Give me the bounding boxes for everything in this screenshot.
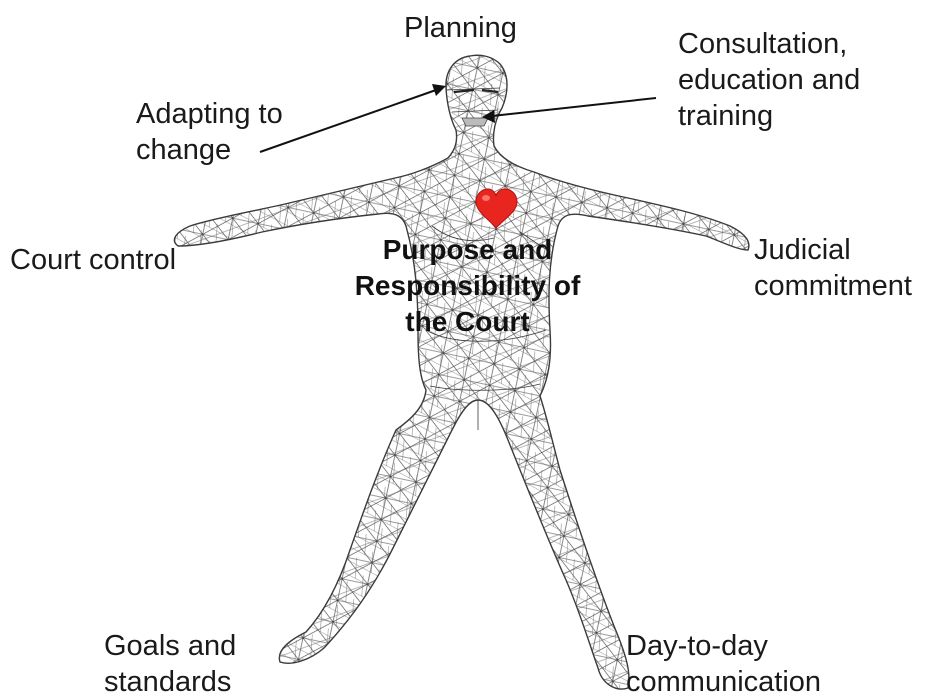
label-day-to-day-line-2: communication: [626, 664, 821, 700]
label-goals-line-1: Goals and: [104, 628, 236, 664]
center-title: Purpose and Responsibility of the Court: [290, 232, 645, 340]
label-planning: Planning: [404, 10, 517, 46]
label-goals-line-2: standards: [104, 664, 236, 700]
label-adapting-line-2: change: [136, 132, 283, 168]
label-day-to-day-line-1: Day-to-day: [626, 628, 821, 664]
center-title-line-2: Responsibility of: [290, 268, 645, 304]
label-judicial: Judicial commitment: [754, 232, 912, 304]
label-day-to-day: Day-to-day communication: [626, 628, 821, 700]
label-judicial-line-1: Judicial: [754, 232, 912, 268]
label-consultation: Consultation, education and training: [678, 26, 860, 134]
center-title-line-3: the Court: [290, 304, 645, 340]
label-judicial-line-2: commitment: [754, 268, 912, 304]
label-adapting-line-1: Adapting to: [136, 96, 283, 132]
label-consultation-line-1: Consultation,: [678, 26, 860, 62]
center-title-line-1: Purpose and: [290, 232, 645, 268]
label-adapting: Adapting to change: [136, 96, 283, 168]
label-court-control: Court control: [10, 242, 176, 278]
label-consultation-line-2: education and: [678, 62, 860, 98]
label-consultation-line-3: training: [678, 98, 860, 134]
label-goals: Goals and standards: [104, 628, 236, 700]
